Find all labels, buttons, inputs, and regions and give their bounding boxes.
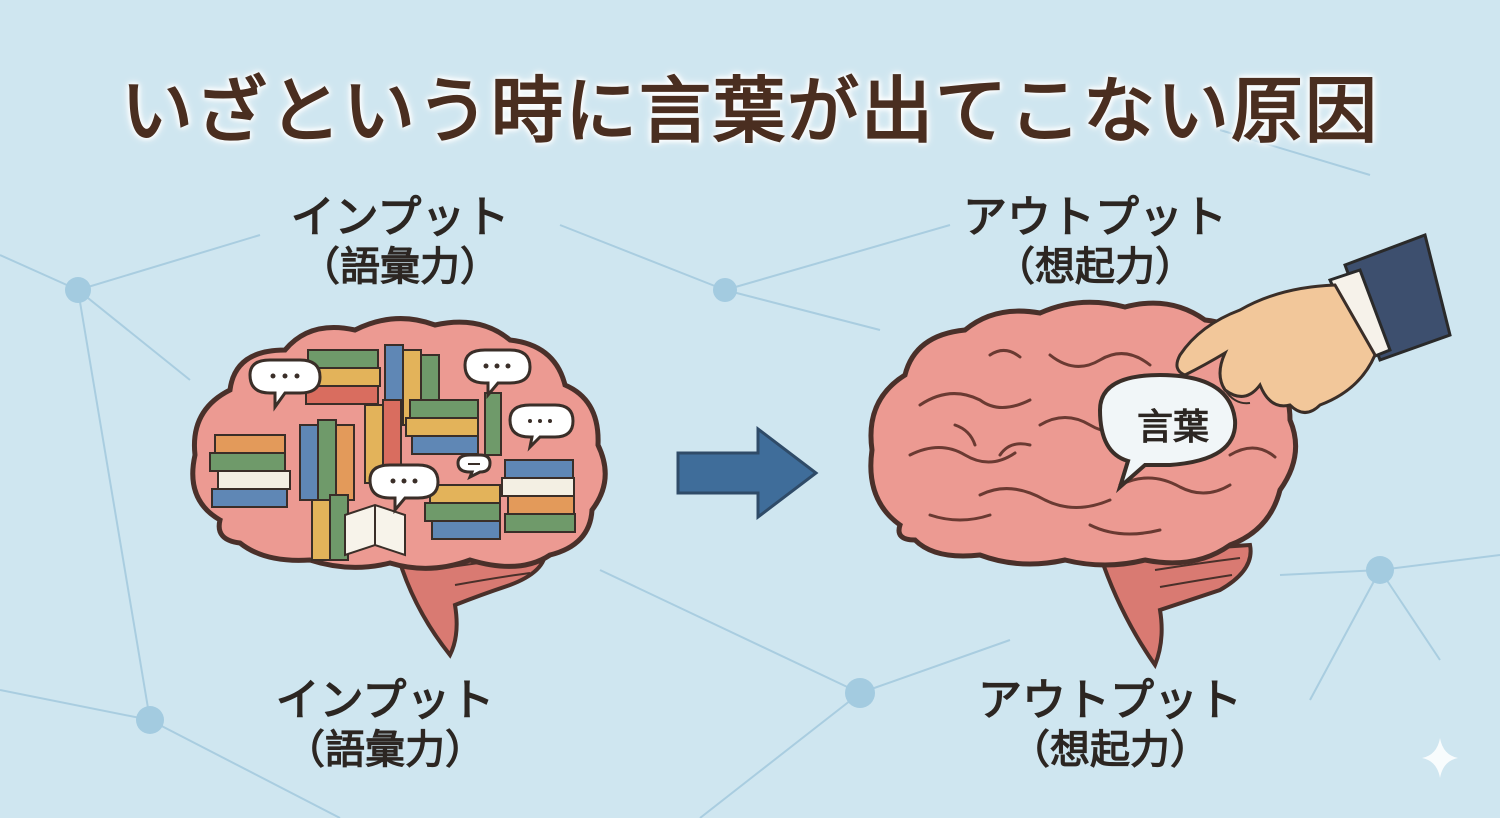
right-arrow-icon xyxy=(676,425,819,521)
brain-filled-with-books-icon xyxy=(190,316,608,659)
input-label-top: インプット （語彙力） xyxy=(250,192,550,291)
brain-with-hand-pulling-word-icon xyxy=(868,233,1452,670)
input-label-top-line1: インプット xyxy=(290,192,510,243)
output-label-bottom: アウトプット （想起力） xyxy=(945,675,1275,774)
input-label-top-line2: （語彙力） xyxy=(300,243,500,290)
output-label-bottom-line2: （想起力） xyxy=(1010,726,1210,773)
input-label-bottom-line1: インプット xyxy=(275,675,495,726)
input-label-bottom-line2: （語彙力） xyxy=(285,726,485,773)
output-label-bottom-line1: アウトプット xyxy=(978,675,1242,726)
page-title: いざという時に言葉が出てこない原因 xyxy=(120,69,1379,153)
output-label-top-line1: アウトプット xyxy=(963,192,1227,243)
input-label-bottom: インプット （語彙力） xyxy=(235,675,535,774)
output-label-top: アウトプット （想起力） xyxy=(930,192,1260,291)
sparkle-icon xyxy=(1422,738,1458,778)
word-bubble-text: 言葉 xyxy=(1136,407,1209,448)
output-label-top-line2: （想起力） xyxy=(995,243,1195,290)
